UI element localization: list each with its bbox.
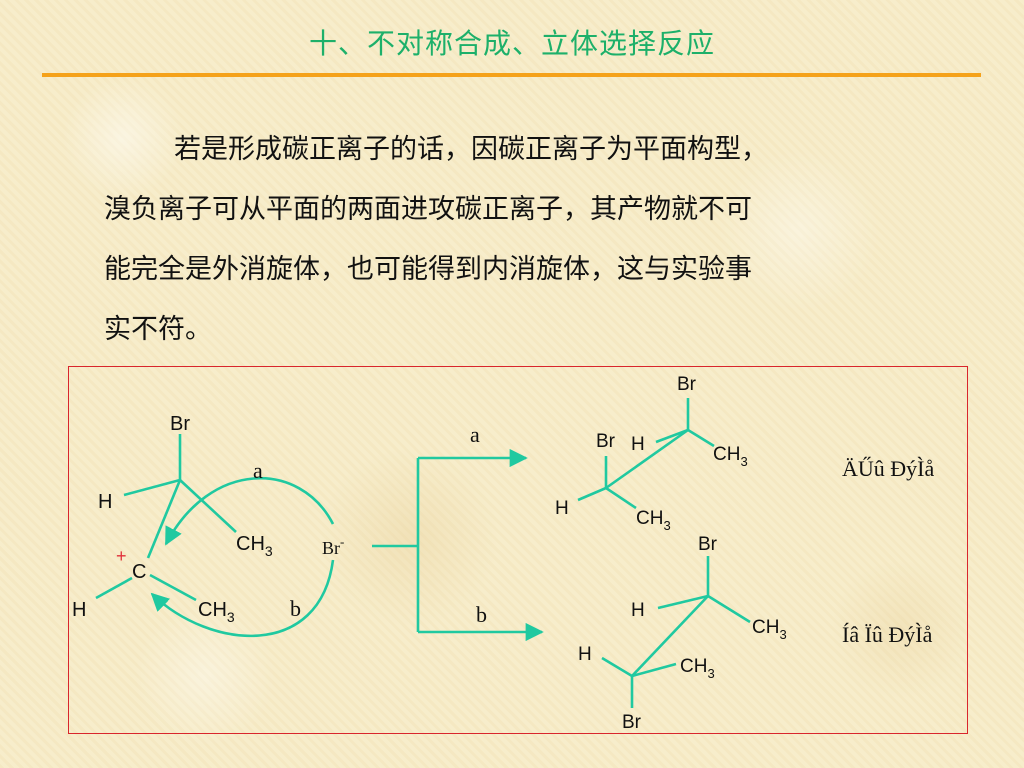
- pa-ch3-upper: CH3: [713, 444, 748, 469]
- attack-arrow-a: [164, 476, 335, 546]
- carbocation-c: C: [132, 561, 146, 583]
- bond-c1-h: [123, 478, 181, 497]
- pa-h-lower: H: [555, 498, 569, 519]
- pb-ch3-lower: CH3: [680, 656, 715, 681]
- pa-bond-ch3-lower: [605, 486, 637, 510]
- paragraph-line-3: 能完全是外消旋体，也可能得到内消旋体，这与实验事: [104, 254, 752, 285]
- pa-bond-h-upper: [655, 428, 689, 444]
- attack-label-a: a: [253, 458, 263, 483]
- product-b-structure: Br H CH3 H CH3 Br: [578, 534, 787, 733]
- bond-c1-ch3: [179, 479, 237, 533]
- reaction-diagram-frame: [68, 366, 968, 734]
- pb-ch3-upper: CH3: [752, 617, 787, 642]
- title-underline: [42, 73, 981, 77]
- carbocation-br: Br: [170, 413, 190, 435]
- pa-bond-c-c: [605, 428, 689, 490]
- bromide-ion: Br-: [322, 534, 344, 558]
- carbocation-ch3-top: CH3: [236, 533, 273, 559]
- attack-label-b: b: [290, 596, 301, 621]
- pa-br-top: Br: [677, 374, 697, 395]
- pb-bond-c-c: [631, 595, 709, 677]
- bond-c1-c2: [146, 479, 182, 559]
- carbocation-h-top: H: [98, 491, 112, 513]
- pa-ch3-lower: CH3: [636, 508, 671, 533]
- pb-h-upper: H: [631, 600, 645, 621]
- bond-c2-h: [95, 576, 133, 600]
- arrow-label-a: a: [470, 422, 480, 447]
- carbocation-structure: Br H CH3 + C H CH3: [72, 413, 273, 625]
- carbocation-h-bottom: H: [72, 599, 86, 621]
- pb-bond-h-lower: [601, 656, 633, 678]
- paragraph-line-2: 溴负离子可从平面的两面进攻碳正离子，其产物就不可: [104, 194, 752, 225]
- pa-br-left: Br: [596, 431, 616, 452]
- body-paragraph: 若是形成碳正离子的话，因碳正离子为平面构型， 溴负离子可从平面的两面进攻碳正离子…: [104, 120, 944, 360]
- pa-bond-ch3-upper: [687, 428, 715, 448]
- carbocation-ch3-bottom: CH3: [198, 599, 235, 625]
- pb-h-lower: H: [578, 644, 592, 665]
- arrow-label-b: b: [476, 602, 487, 627]
- pb-bond-h-upper: [657, 594, 709, 610]
- paragraph-line-1: 若是形成碳正离子的话，因碳正离子为平面构型，: [174, 134, 768, 165]
- pb-br-top: Br: [698, 534, 718, 555]
- bond-c2-ch3: [149, 573, 197, 602]
- product-a-caption: ÄŰû ĐýÌå: [842, 456, 934, 481]
- slide-title: 十、不对称合成、立体选择反应: [308, 27, 715, 60]
- paragraph-line-4: 实不符。: [104, 314, 212, 345]
- attack-arrow-b: [150, 559, 335, 638]
- pa-bond-h-lower: [577, 486, 607, 502]
- pb-bond-ch3-upper: [707, 594, 751, 624]
- product-a-structure: Br H CH3 Br H CH3: [555, 374, 748, 533]
- carbocation-plus: +: [116, 546, 127, 566]
- pa-h-upper: H: [631, 434, 645, 455]
- pb-br-bottom: Br: [622, 712, 642, 733]
- product-b-caption: Íâ Ïû ĐýÌå: [842, 622, 933, 647]
- pb-bond-ch3-lower: [631, 662, 677, 678]
